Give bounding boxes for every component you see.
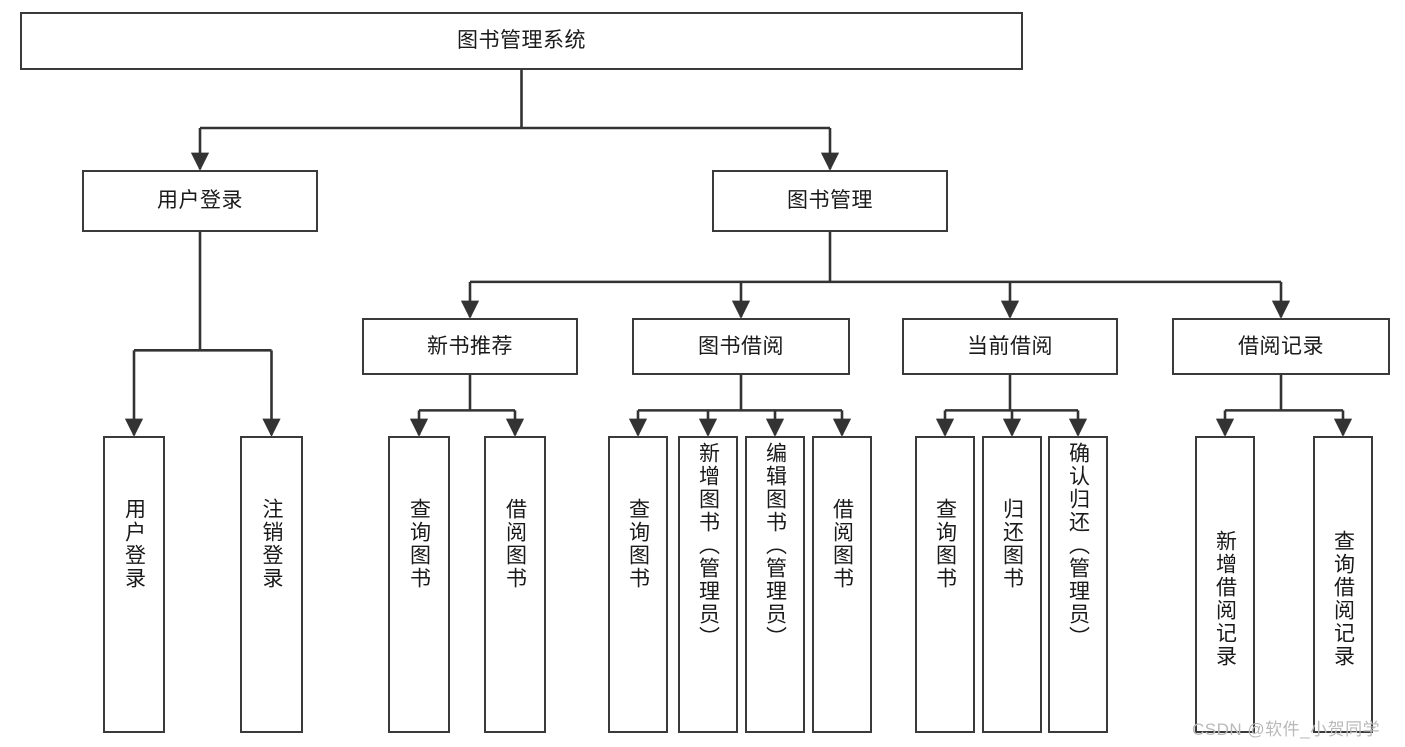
node-label: 图书管理系统 (457, 29, 586, 53)
node-label: 编辑图书（管理员） (763, 442, 787, 649)
node-label: 用户登录 (122, 498, 146, 590)
node-label: 新书推荐 (427, 334, 513, 358)
node-label: 新增借阅记录 (1213, 530, 1237, 668)
node-label: 借阅图书 (503, 498, 527, 590)
node-label: 新增图书（管理员） (696, 442, 720, 649)
node-label: 注销登录 (260, 498, 283, 590)
node-label: 查询借阅记录 (1331, 530, 1355, 668)
node-leaf-borrow-book-1[interactable]: 借阅图书 (484, 436, 546, 733)
node-label: 用户登录 (157, 189, 243, 213)
node-label: 当前借阅 (967, 334, 1053, 358)
node-newbook[interactable]: 新书推荐 (362, 318, 578, 375)
node-label: 查询图书 (933, 498, 957, 590)
node-leaf-borrow-book-2[interactable]: 借阅图书 (812, 436, 872, 733)
node-label: 查询图书 (626, 498, 650, 590)
node-root[interactable]: 图书管理系统 (20, 12, 1023, 70)
node-leaf-query-book-1[interactable]: 查询图书 (388, 436, 450, 733)
node-label: 图书管理 (787, 189, 873, 213)
node-leaf-return-book[interactable]: 归还图书 (982, 436, 1042, 733)
node-records[interactable]: 借阅记录 (1172, 318, 1390, 375)
node-label: 确认归还（管理员） (1066, 442, 1090, 649)
node-label: 查询图书 (407, 498, 431, 590)
node-borrow[interactable]: 图书借阅 (632, 318, 850, 375)
node-leaf-edit-book[interactable]: 编辑图书（管理员） (745, 436, 805, 733)
node-leaf-logout[interactable]: 注销登录 (240, 436, 303, 733)
node-leaf-add-book[interactable]: 新增图书（管理员） (678, 436, 738, 733)
node-leaf-confirm-return[interactable]: 确认归还（管理员） (1048, 436, 1108, 733)
watermark-text: CSDN @软件_小贺同学 (1192, 720, 1381, 739)
node-leaf-query-book-2[interactable]: 查询图书 (608, 436, 668, 733)
node-login[interactable]: 用户登录 (82, 170, 318, 232)
node-label: 图书借阅 (698, 334, 784, 358)
node-label: 归还图书 (1000, 498, 1024, 590)
node-label: 借阅图书 (830, 498, 854, 590)
node-bookmgmt[interactable]: 图书管理 (712, 170, 948, 232)
node-label: 借阅记录 (1238, 334, 1324, 358)
node-leaf-add-record[interactable]: 新增借阅记录 (1195, 436, 1255, 733)
node-leaf-query-book-3[interactable]: 查询图书 (915, 436, 975, 733)
node-leaf-user-login[interactable]: 用户登录 (103, 436, 165, 733)
node-current[interactable]: 当前借阅 (902, 318, 1118, 375)
node-leaf-query-record[interactable]: 查询借阅记录 (1313, 436, 1373, 733)
